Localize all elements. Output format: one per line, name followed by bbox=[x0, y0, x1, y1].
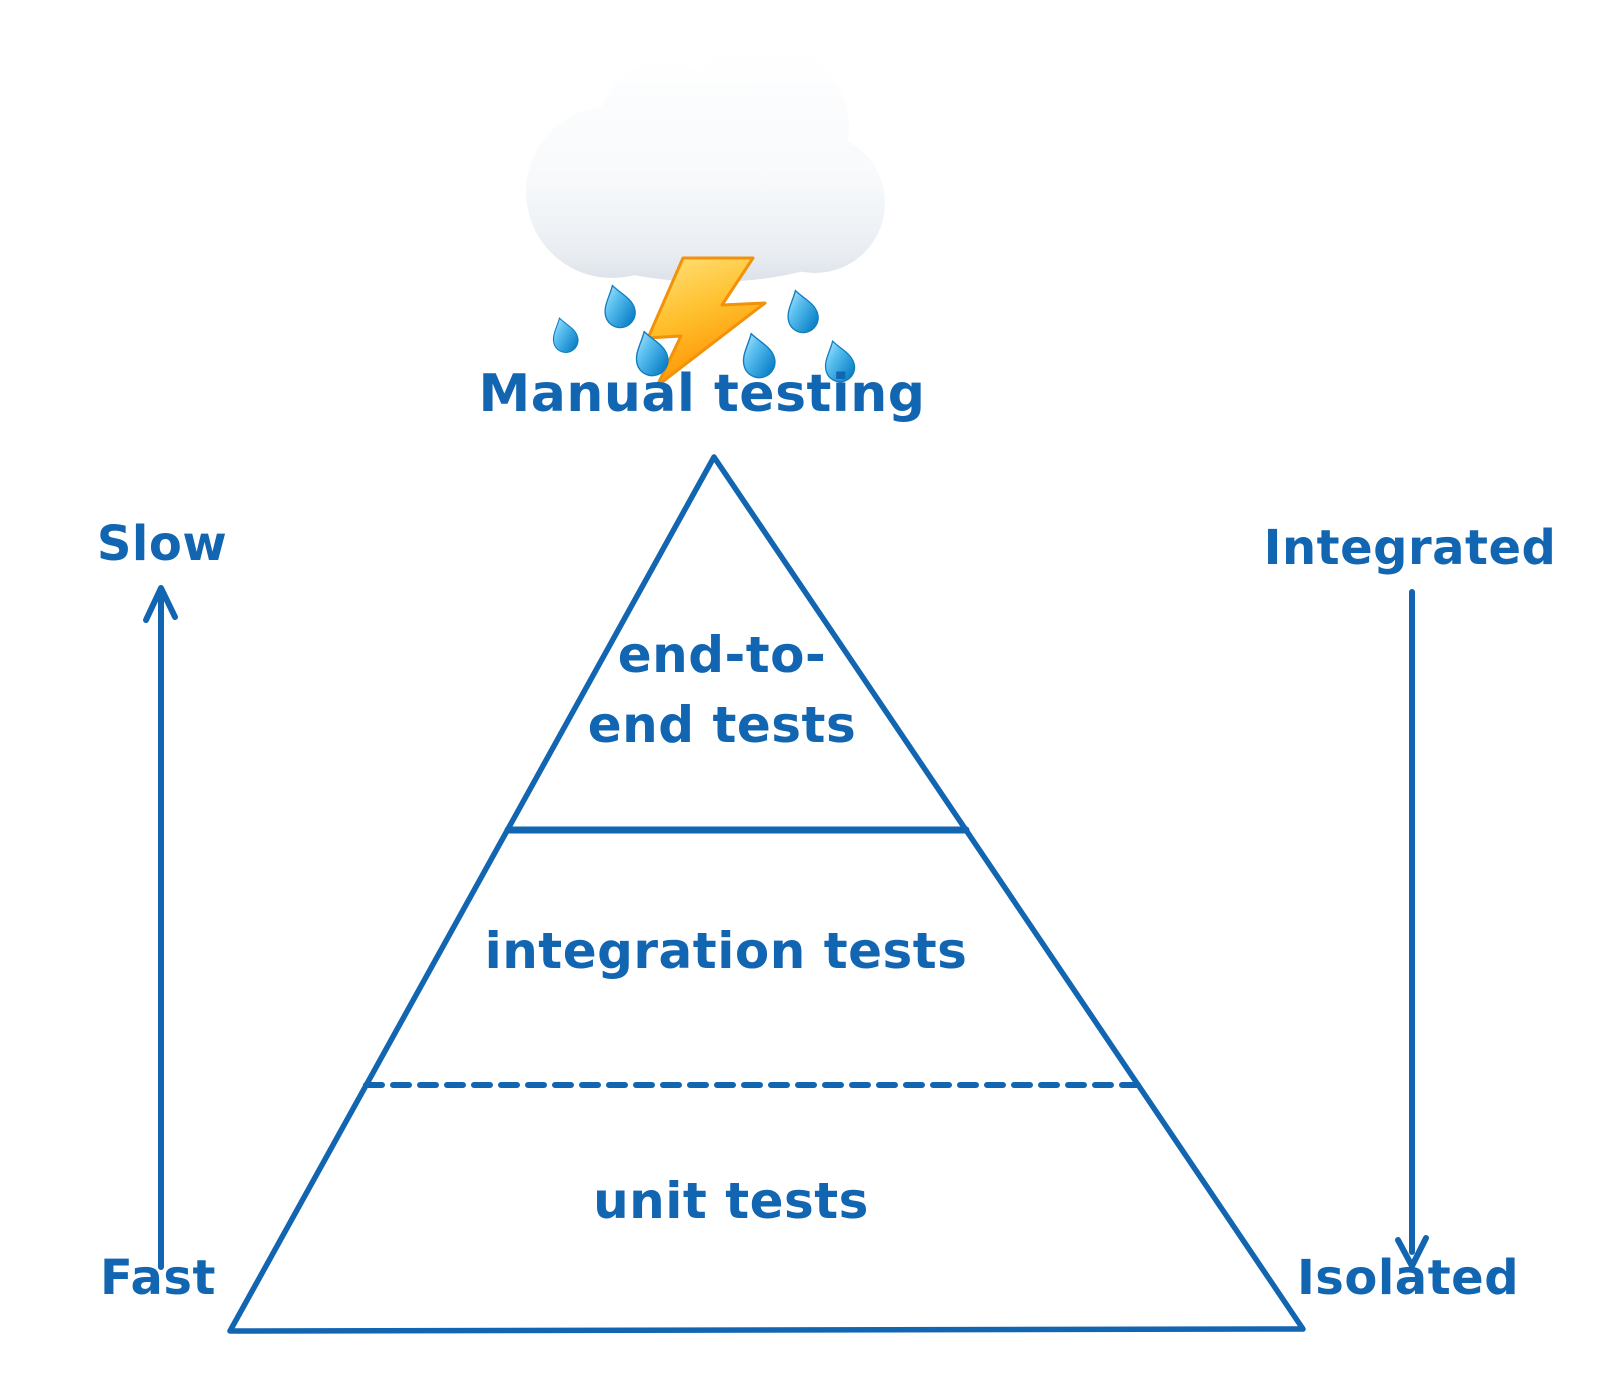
isolated-label: Isolated bbox=[1296, 1250, 1520, 1306]
raindrops bbox=[552, 284, 856, 383]
slow-label: Slow bbox=[96, 516, 228, 572]
manual-testing-label: Manual testing bbox=[478, 364, 926, 424]
unit-tests-label: unit tests bbox=[593, 1172, 869, 1230]
slow-fast-arrow bbox=[143, 585, 178, 1270]
raindrop-icon bbox=[552, 317, 579, 353]
end-to-end-line-2: end tests bbox=[587, 696, 857, 754]
lightning-bolt-icon bbox=[646, 256, 767, 388]
end-to-end-tests-label: end-to- end tests bbox=[588, 620, 856, 760]
fast-label: Fast bbox=[100, 1250, 216, 1306]
storm-cloud-icon bbox=[526, 42, 885, 388]
raindrop-icon bbox=[742, 332, 776, 379]
raindrop-icon bbox=[787, 289, 819, 334]
end-to-end-line-1: end-to- bbox=[617, 626, 827, 684]
arrow-down-icon bbox=[1395, 1235, 1429, 1269]
cloud-shape bbox=[526, 42, 885, 282]
raindrop-icon bbox=[635, 330, 669, 377]
integrated-label: Integrated bbox=[1263, 520, 1557, 576]
raindrop-icon bbox=[824, 339, 856, 383]
integration-tests-label: integration tests bbox=[484, 922, 968, 980]
pyramid-triangle bbox=[227, 454, 1306, 1334]
raindrop-icon bbox=[604, 284, 636, 329]
arrow-up-icon bbox=[143, 585, 178, 623]
integrated-isolated-arrow bbox=[1395, 589, 1429, 1269]
